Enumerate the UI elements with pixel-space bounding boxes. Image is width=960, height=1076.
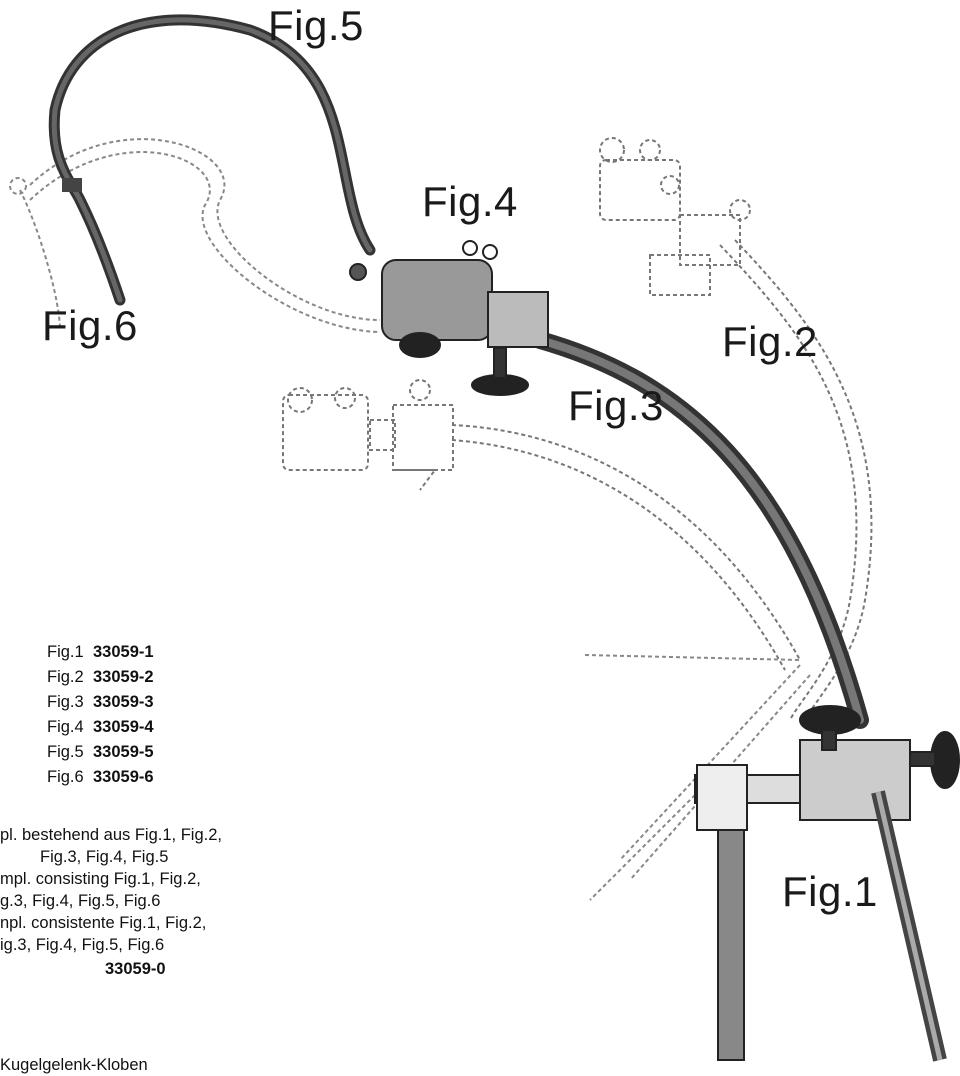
description-en-line2: g.3, Fig.4, Fig.5, Fig.6: [0, 892, 161, 910]
label-fig2: Fig.2: [722, 318, 818, 365]
part-row: Fig.6 33059-6: [47, 765, 154, 790]
part-row: Fig.1 33059-1: [47, 640, 154, 665]
part-code: 33059-1: [93, 643, 154, 661]
part-row: Fig.3 33059-3: [47, 690, 154, 715]
description-it-line2: ig.3, Fig.4, Fig.5, Fig.6: [0, 936, 165, 954]
description-it-line1: npl. consistente Fig.1, Fig.2,: [0, 914, 207, 932]
part-code: 33059-3: [93, 693, 154, 711]
label-fig4: Fig.4: [422, 178, 518, 225]
part-code: 33059-6: [93, 768, 154, 786]
part-row: Fig.2 33059-2: [47, 665, 154, 690]
part-fig: Fig.5: [47, 743, 84, 761]
part-code: 33059-4: [93, 718, 154, 736]
footer-caption: Kugelgelenk-Kloben: [0, 1056, 148, 1074]
description-de-line2: Fig.3, Fig.4, Fig.5: [40, 848, 169, 866]
flexible-arm: [48, 14, 376, 306]
main-arm: [531, 331, 869, 729]
ghost-position-upper: [599, 137, 873, 721]
label-fig6: Fig.6: [42, 302, 138, 349]
part-code: 33059-2: [93, 668, 154, 686]
part-row: Fig.4 33059-4: [47, 715, 154, 740]
ghost-position-middle: [282, 379, 801, 671]
part-code: 33059-5: [93, 743, 154, 761]
part-fig: Fig.6: [47, 768, 84, 786]
description-de-line1: pl. bestehend aus Fig.1, Fig.2,: [0, 826, 222, 844]
parts-list: Fig.1 33059-1 Fig.2 33059-2 Fig.3 33059-3 F…: [47, 640, 154, 790]
part-fig: Fig.2: [47, 668, 84, 686]
ghost-arm-upper: [9, 138, 381, 333]
label-fig1: Fig.1: [782, 868, 878, 915]
label-fig3: Fig.3: [568, 382, 664, 429]
part-fig: Fig.4: [47, 718, 84, 736]
description-en-line1: mpl. consisting Fig.1, Fig.2,: [0, 870, 201, 888]
base-clamp: [694, 705, 960, 1062]
label-fig5: Fig.5: [268, 2, 364, 49]
part-fig: Fig.1: [47, 643, 84, 661]
part-fig: Fig.3: [47, 693, 84, 711]
ball-joint-clamp: [349, 240, 549, 396]
part-row: Fig.5 33059-5: [47, 740, 154, 765]
complete-set-code: 33059-0: [105, 960, 166, 978]
